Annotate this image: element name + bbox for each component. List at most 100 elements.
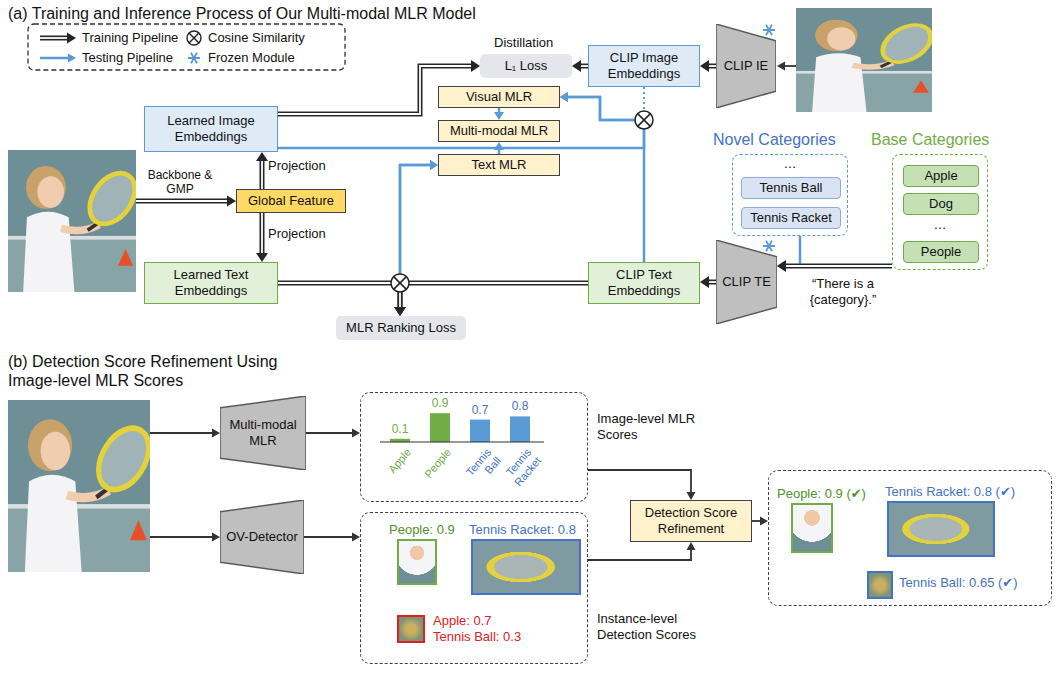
node-text: CLIP TE — [722, 274, 771, 290]
arrowhead — [394, 307, 406, 316]
node-text: Visual MLR — [466, 89, 532, 105]
input-photo — [796, 8, 941, 112]
trapezoid-shape — [220, 396, 306, 470]
detection-crop: Tennis Racket: 0.8 — [471, 539, 581, 595]
node-text: Multi-modal MLR — [225, 417, 301, 448]
connector — [572, 60, 588, 72]
connector-line — [567, 97, 644, 262]
connector-line — [785, 265, 892, 267]
legend-frame — [28, 24, 345, 70]
model-trapezoid: OV-Detector — [220, 500, 304, 574]
connector — [588, 542, 696, 560]
arrowhead — [687, 492, 696, 500]
connector — [394, 283, 588, 316]
node-text: Tennis Racket — [750, 210, 832, 226]
connector-line — [400, 165, 588, 283]
node-text: L₁ Loss — [505, 58, 548, 74]
node-text: Apple: 0.7 — [433, 613, 521, 629]
node-text: Multi-modal MLR — [450, 123, 548, 139]
input-photo — [8, 400, 159, 572]
legend-text: Frozen Module — [208, 50, 295, 66]
mlr-box: Visual MLR — [438, 86, 560, 108]
arrowhead — [430, 160, 438, 170]
arrowhead — [777, 260, 786, 272]
connector-line — [306, 432, 353, 434]
panel-title: (a) Training and Inference Process of Ou… — [8, 4, 476, 23]
node-text: Learned Image Embeddings — [150, 113, 272, 144]
node-text: Apple — [924, 168, 957, 184]
arrowhead — [777, 261, 785, 271]
connector-line — [708, 280, 716, 285]
node-text: Text MLR — [472, 157, 527, 173]
connector — [494, 108, 504, 120]
node-text: OV-Detector — [226, 529, 298, 545]
node-text: Tennis Racket: 0.8 (✔) — [885, 484, 1015, 500]
connector — [306, 429, 360, 438]
node-text: Base Categories — [871, 130, 989, 149]
legend-text: Cosine Similarity — [208, 30, 305, 46]
input-photo — [8, 150, 144, 292]
connector-line — [708, 281, 716, 283]
connector-line — [588, 549, 691, 560]
arrowhead — [256, 152, 268, 161]
panel-title: (b) Detection Score Refinement Using Ima… — [8, 352, 308, 390]
trapezoid-shape — [716, 240, 777, 324]
prompt-text: “There is a {category}.” — [794, 276, 892, 307]
cosine-symbol — [635, 111, 653, 129]
arrowhead — [494, 112, 504, 120]
outside-heading: Apple: 0.7Tennis Ball: 0.3 — [433, 613, 521, 644]
arrowhead — [494, 142, 504, 150]
bar-value: 0.8 — [505, 399, 535, 413]
edge-label: Projection — [268, 226, 326, 242]
outside-heading: Tennis Ball: 0.65 (✔) — [899, 575, 1018, 591]
score-bars — [380, 413, 544, 442]
connector — [560, 87, 644, 120]
legend-text: Testing Pipeline — [82, 50, 173, 66]
node-text: Tennis Ball: 0.3 — [433, 629, 521, 645]
connector-line — [580, 65, 588, 67]
arrowhead — [687, 542, 696, 550]
connector-line — [588, 470, 691, 493]
connector-line — [785, 264, 892, 269]
connector-line — [567, 87, 644, 120]
connector — [278, 283, 406, 316]
arrowhead — [352, 429, 360, 438]
legend-text: Training Pipeline — [82, 30, 178, 46]
connector — [588, 470, 696, 500]
arrowhead — [256, 253, 268, 262]
outside-heading: Base Categories — [871, 130, 989, 149]
annotation: Distillation — [494, 35, 553, 51]
encoder-trapezoid: CLIP TE — [716, 240, 777, 324]
connector-line — [400, 283, 588, 308]
node-text: Image-level MLR Scores — [597, 411, 701, 442]
connector-line — [278, 283, 400, 308]
connector — [278, 160, 438, 283]
legend-sample-cosine — [187, 31, 201, 45]
trapezoid-shape — [220, 500, 304, 574]
embedding-box: Learned Text Embeddings — [144, 262, 278, 304]
loss-box: L₁ Loss — [480, 54, 572, 78]
cosine-symbol — [391, 274, 409, 292]
arrowhead — [352, 533, 360, 542]
embedding-box: CLIP Image Embeddings — [588, 45, 700, 87]
arrowhead — [572, 60, 581, 72]
category-box: Tennis Ball — [741, 177, 841, 199]
category-box: Dog — [903, 193, 979, 215]
node-text: People: 0.9 (✔) — [777, 486, 866, 502]
connector — [752, 517, 768, 526]
annotation: Backbone & GMP — [140, 168, 220, 197]
node-text: Novel Categories — [713, 130, 836, 149]
node-text: Learned Text Embeddings — [150, 267, 272, 298]
node-text: CLIP Text Embeddings — [594, 267, 694, 298]
connector — [400, 160, 588, 283]
connector — [494, 142, 504, 154]
bar-value: 0.9 — [425, 396, 455, 410]
connector-line — [784, 236, 800, 266]
detection-crop: Apple: 0.7Tennis Ball: 0.3 — [397, 615, 425, 643]
node-text: People — [921, 244, 961, 260]
bar-value: 0.7 — [465, 403, 495, 417]
node-text: Instance-level Detection Scores — [597, 611, 709, 642]
legend-sample-testing — [40, 54, 76, 63]
connector — [256, 213, 268, 262]
outside-heading: People: 0.9 — [389, 522, 455, 538]
